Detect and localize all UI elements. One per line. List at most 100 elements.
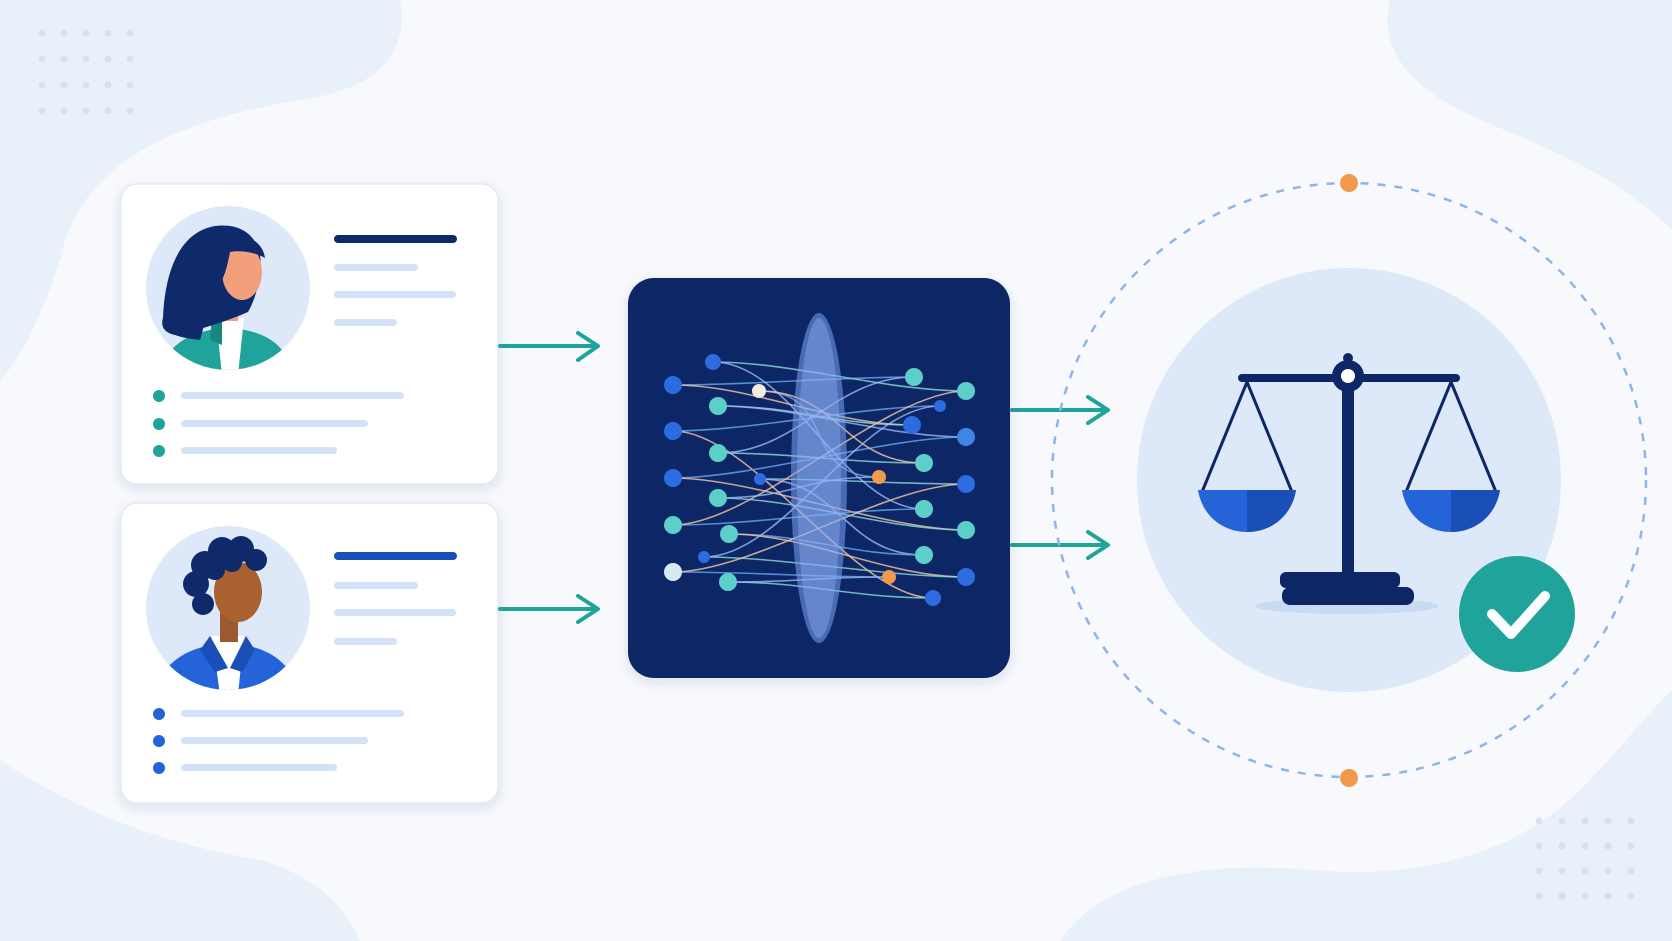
grid-dot <box>1604 817 1612 825</box>
bullet-line <box>181 764 337 771</box>
orbit-dot-bottom <box>1340 769 1358 787</box>
network-node <box>934 400 946 412</box>
grid-dot <box>1535 842 1543 850</box>
profile-bullet-list <box>153 708 404 774</box>
bullet-dot <box>153 708 165 720</box>
network-node <box>957 382 975 400</box>
grid-dot <box>82 29 90 37</box>
network-node <box>698 551 710 563</box>
grid-dot <box>126 81 134 89</box>
network-node <box>664 563 682 581</box>
outcome-group <box>1050 174 1648 787</box>
network-node <box>915 500 933 518</box>
profile-detail-line <box>334 638 397 645</box>
model-box <box>628 278 1010 678</box>
network-node <box>957 428 975 446</box>
woman-avatar-icon <box>160 225 292 370</box>
network-connection <box>759 478 967 485</box>
network-node <box>957 521 975 539</box>
grid-dot <box>38 107 46 115</box>
grid-dot <box>1627 892 1635 900</box>
network-node <box>957 475 975 493</box>
profile-detail-line <box>334 291 456 298</box>
grid-dot <box>1604 892 1612 900</box>
decorative-dot-grid-left <box>38 29 134 115</box>
grid-dot <box>104 55 112 63</box>
grid-dot <box>1604 842 1612 850</box>
grid-dot <box>126 29 134 37</box>
bullet-dot <box>153 762 165 774</box>
grid-dot <box>104 81 112 89</box>
network-node <box>903 416 921 434</box>
grid-dot <box>82 81 90 89</box>
grid-dot <box>1604 867 1612 875</box>
grid-dot <box>104 107 112 115</box>
grid-dot <box>60 55 68 63</box>
grid-dot <box>60 107 68 115</box>
bullet-line <box>181 420 368 427</box>
profile-name-line <box>334 552 457 560</box>
neural-network-nodes <box>664 354 975 606</box>
network-node <box>720 525 738 543</box>
bullet-dot <box>153 735 165 747</box>
grid-dot <box>1535 892 1543 900</box>
grid-dot <box>38 81 46 89</box>
network-node <box>709 444 727 462</box>
scale-icon <box>1198 353 1500 614</box>
check-badge <box>1459 556 1575 672</box>
profile-bullet-list <box>153 390 404 457</box>
profile-detail-line <box>334 582 418 589</box>
grid-dot <box>1581 817 1589 825</box>
orbit-dot-top <box>1340 174 1358 192</box>
grid-dot <box>1535 867 1543 875</box>
grid-dot <box>82 55 90 63</box>
network-node <box>705 354 721 370</box>
grid-dot <box>126 107 134 115</box>
bullet-dot <box>153 390 165 402</box>
grid-dot <box>1627 817 1635 825</box>
grid-dot <box>1558 867 1566 875</box>
network-node <box>709 489 727 507</box>
arrow-profile-man-to-model <box>498 594 600 624</box>
lens-highlight <box>797 318 841 638</box>
grid-dot <box>60 81 68 89</box>
grid-dot <box>1627 842 1635 850</box>
network-node <box>915 546 933 564</box>
bullet-dot <box>153 418 165 430</box>
network-connection <box>672 376 915 386</box>
grid-dot <box>126 55 134 63</box>
grid-dot <box>60 29 68 37</box>
grid-dot <box>1558 817 1566 825</box>
grid-dot <box>1581 867 1589 875</box>
grid-dot <box>38 55 46 63</box>
network-node <box>905 368 923 386</box>
grid-dot <box>38 29 46 37</box>
arrow-model-to-outcome-upper <box>1010 395 1110 425</box>
network-node <box>664 516 682 534</box>
decorative-dot-grid-right <box>1535 817 1635 900</box>
profile-card-man <box>120 502 499 804</box>
network-node <box>925 590 941 606</box>
network-node <box>709 397 727 415</box>
grid-dot <box>1581 892 1589 900</box>
network-node <box>664 469 682 487</box>
network-node <box>915 454 933 472</box>
grid-dot <box>1535 817 1543 825</box>
bullet-line <box>181 710 404 717</box>
grid-dot <box>1581 842 1589 850</box>
grid-dot <box>1627 867 1635 875</box>
grid-dot <box>82 107 90 115</box>
grid-dot <box>1558 892 1566 900</box>
profile-detail-line <box>334 264 418 271</box>
arrow-model-to-outcome-lower <box>1010 530 1110 560</box>
bullet-line <box>181 447 337 454</box>
network-node <box>664 422 682 440</box>
grid-dot <box>104 29 112 37</box>
network-node <box>754 473 766 485</box>
check-icon <box>1487 591 1550 639</box>
network-node <box>882 570 896 584</box>
profile-card-woman <box>120 183 499 485</box>
network-node <box>957 568 975 586</box>
